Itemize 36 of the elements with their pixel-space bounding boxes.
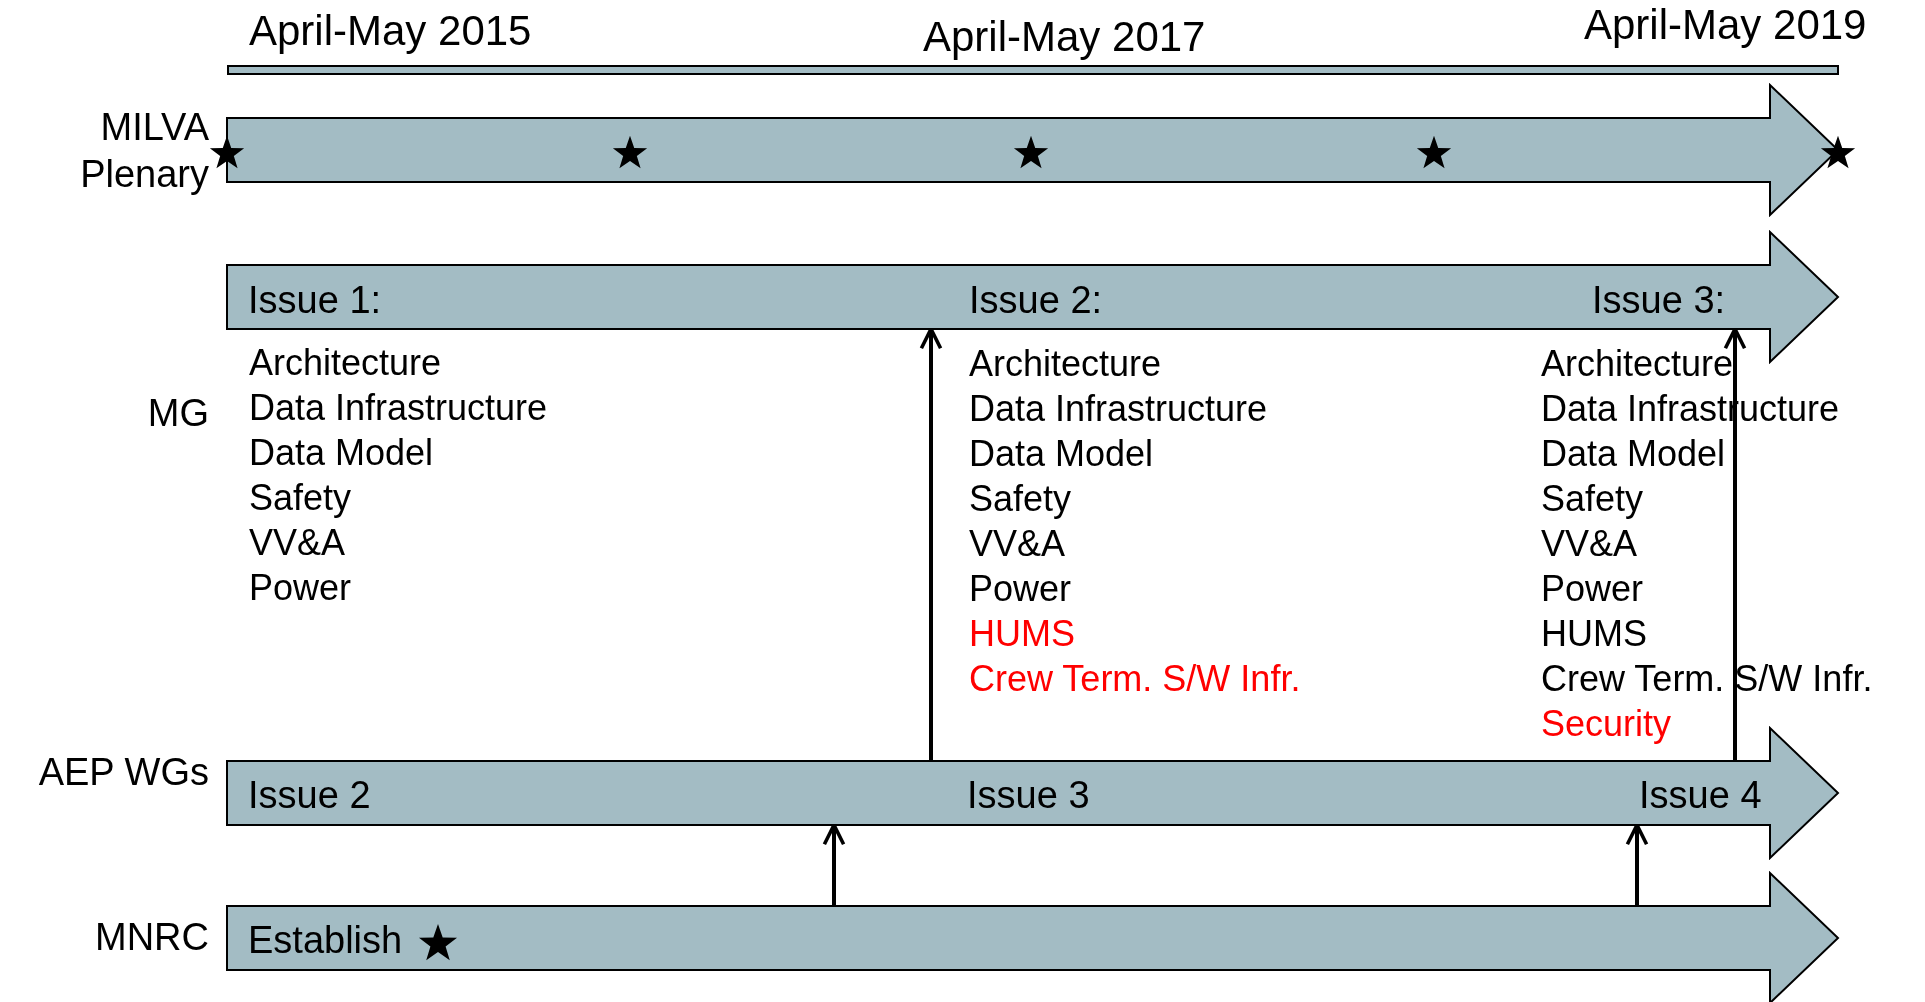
list-item: VV&A xyxy=(969,526,1066,563)
list-item: Data Infrastructure xyxy=(969,391,1268,428)
list-item: Power xyxy=(969,571,1072,608)
list-item: Safety xyxy=(969,481,1072,518)
list-item: Crew Term. S/W Infr. xyxy=(969,661,1301,698)
list-item: HUMS xyxy=(1541,616,1647,653)
list-item: Data Model xyxy=(249,435,434,472)
band-text: Establish xyxy=(248,921,403,960)
list-item: Data Model xyxy=(1541,436,1726,473)
list-item: Power xyxy=(249,570,352,607)
band-text: Issue 3: xyxy=(1592,281,1726,320)
list-item: HUMS xyxy=(969,616,1075,653)
band-text: Issue 1: xyxy=(248,281,382,320)
row-label: MILVA Plenary xyxy=(79,104,209,198)
date-label: April-May 2019 xyxy=(1584,3,1867,46)
list-item: Architecture xyxy=(249,345,442,382)
row-label: MNRC xyxy=(94,915,209,961)
list-item: Security xyxy=(1541,706,1672,743)
list-item: Safety xyxy=(1541,481,1644,518)
band-text: Issue 2: xyxy=(969,281,1103,320)
list-item: Power xyxy=(1541,571,1644,608)
band-text: Issue 2 xyxy=(248,776,371,815)
date-label: April-May 2015 xyxy=(249,9,532,52)
list-item: VV&A xyxy=(1541,526,1638,563)
list-item: Architecture xyxy=(969,346,1162,383)
date-label: April-May 2017 xyxy=(923,15,1206,58)
list-item: Architecture xyxy=(1541,346,1734,383)
list-item: Crew Term. S/W Infr. xyxy=(1541,661,1873,698)
list-item: Data Infrastructure xyxy=(249,390,548,427)
list-item: VV&A xyxy=(249,525,346,562)
list-item: Safety xyxy=(249,480,352,517)
list-item: Data Model xyxy=(969,436,1154,473)
band-text: Issue 4 xyxy=(1639,776,1762,815)
band-text: Issue 3 xyxy=(967,776,1090,815)
row-label: MG xyxy=(146,391,209,437)
row-label: AEP WGs xyxy=(37,750,209,796)
